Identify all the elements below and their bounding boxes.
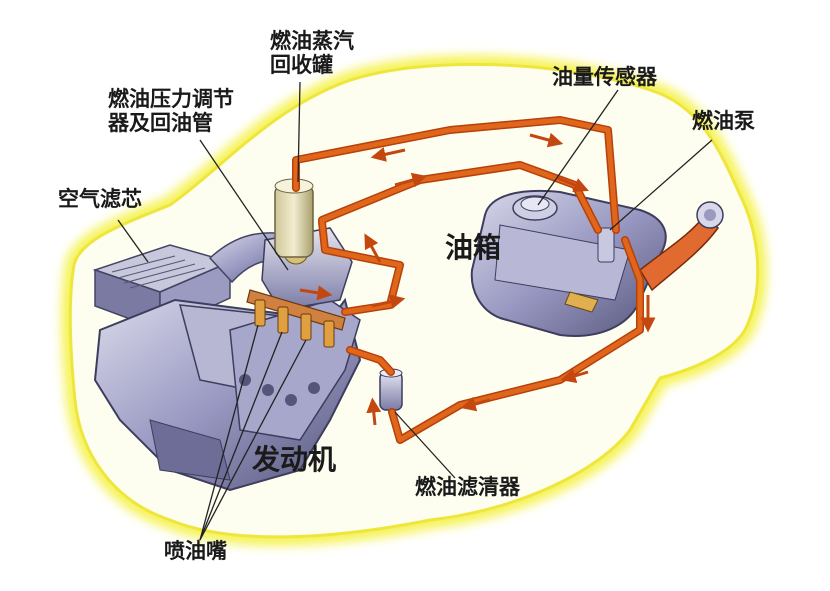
- fuel-filter-label: 燃油滤清器: [415, 475, 520, 499]
- vapor-canister-label: 燃油蒸汽 回收罐: [270, 29, 354, 77]
- air-filter-label: 空气滤芯: [58, 187, 142, 211]
- fuel-tank-label: 油箱: [445, 231, 502, 264]
- engine-label: 发动机: [252, 443, 337, 476]
- fuel-rail: [246, 289, 346, 348]
- pressure-regulator-label: 燃油压力调节 器及回油管: [108, 87, 234, 135]
- leader-lines: [117, 81, 713, 541]
- flow-arrows: [299, 132, 656, 426]
- injectors-label: 喷油嘴: [164, 539, 227, 563]
- fuel-pump-label: 燃油泵: [692, 109, 755, 133]
- fuel-level-sensor-label: 油量传感器: [552, 65, 657, 89]
- fuel-lines: [292, 116, 644, 444]
